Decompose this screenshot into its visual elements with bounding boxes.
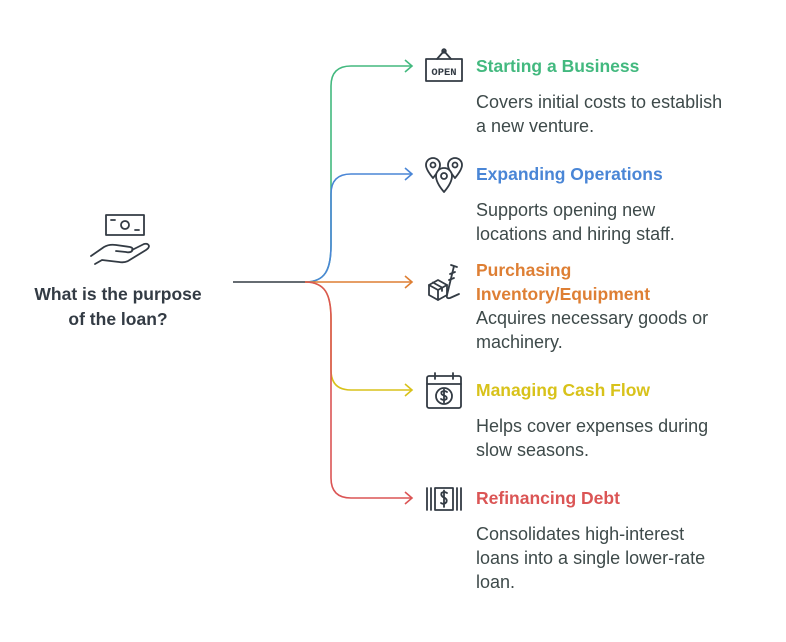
branch-title-expanding-operations: Expanding Operations bbox=[476, 164, 663, 184]
branch-title-managing-cash-flow: Managing Cash Flow bbox=[476, 380, 651, 400]
hand-holding-money-icon bbox=[90, 214, 150, 265]
branch-description-refinancing-debt: Consolidates high-interest loans into a … bbox=[476, 522, 776, 594]
branch-title-line: Inventory/Equipment bbox=[476, 284, 651, 304]
branch-description-purchasing-inventory-equipment: Acquires necessary goods or machinery. bbox=[476, 306, 776, 354]
arrowhead-managing-cash-flow bbox=[404, 383, 414, 397]
description-line: loan. bbox=[476, 572, 516, 592]
branch-connector-refinancing-debt bbox=[304, 281, 412, 499]
description-line: locations and hiring staff. bbox=[476, 224, 675, 244]
description-line: Acquires necessary goods or bbox=[476, 308, 709, 328]
branch-description-starting-a-business: Covers initial costs to establish a new … bbox=[476, 90, 776, 138]
money-stack-icon bbox=[426, 487, 462, 511]
map-pins-icon bbox=[425, 157, 463, 193]
description-line: a new venture. bbox=[476, 116, 595, 136]
hand-truck-box-icon bbox=[428, 264, 460, 301]
branch-connector-expanding-operations bbox=[304, 173, 412, 283]
arrowhead-purchasing bbox=[404, 275, 414, 289]
branch-connector-managing-cash-flow bbox=[304, 281, 412, 391]
branch-title-line: Purchasing bbox=[476, 260, 572, 280]
description-line: Covers initial costs to establish bbox=[476, 92, 723, 112]
branch-title-refinancing-debt: Refinancing Debt bbox=[476, 488, 620, 508]
branch-description-expanding-operations: Supports opening new locations and hirin… bbox=[476, 198, 776, 246]
description-line: Helps cover expenses during bbox=[476, 416, 709, 436]
branch-title-starting-a-business: Starting a Business bbox=[476, 56, 640, 76]
description-line: loans into a single lower-rate bbox=[476, 548, 706, 568]
arrowhead-starting-a-business bbox=[404, 59, 414, 73]
open-sign-text: OPEN bbox=[431, 67, 456, 79]
branch-description-managing-cash-flow: Helps cover expenses during slow seasons… bbox=[476, 414, 776, 462]
arrowhead-expanding-operations bbox=[404, 167, 414, 181]
calendar-dollar-icon bbox=[426, 372, 462, 409]
description-line: slow seasons. bbox=[476, 440, 590, 460]
description-line: machinery. bbox=[476, 332, 563, 352]
open-sign-icon: OPEN bbox=[425, 48, 463, 82]
root-question: What is the purpose of the loan? bbox=[22, 282, 214, 332]
arrowhead-refinancing-debt bbox=[404, 491, 414, 505]
description-line: Supports opening new bbox=[476, 200, 656, 220]
description-line: Consolidates high-interest bbox=[476, 524, 685, 544]
root-question-line-1: What is the purpose bbox=[34, 284, 202, 304]
branch-title-purchasing-inventory-equipment: Purchasing Inventory/Equipment bbox=[476, 258, 776, 306]
root-question-line-2: of the loan? bbox=[68, 309, 168, 329]
